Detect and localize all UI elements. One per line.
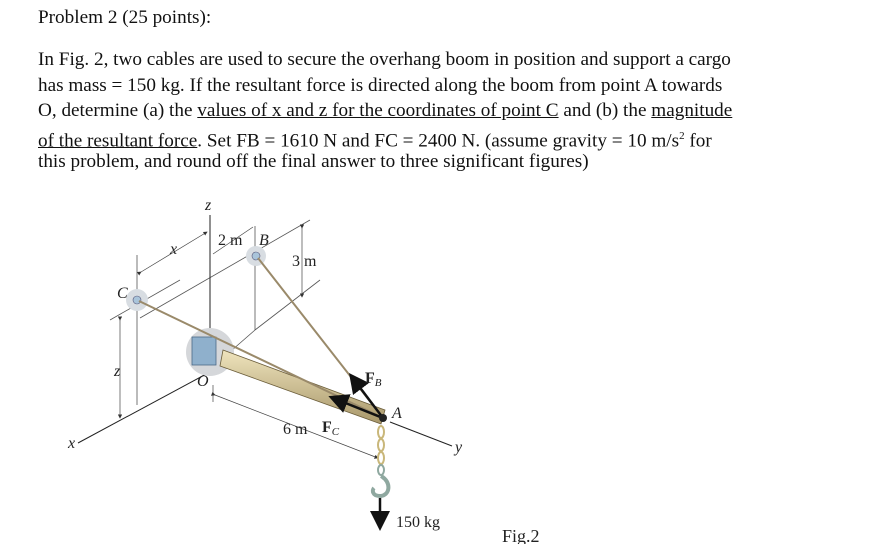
label-x-dim: x xyxy=(169,241,177,258)
chain xyxy=(377,425,385,476)
fc-main: F xyxy=(322,419,332,436)
label-z-dim: z xyxy=(113,363,121,380)
label-b: B xyxy=(259,232,269,249)
underlined-part-b: magnitude xyxy=(651,100,733,121)
label-6m: 6 m xyxy=(283,421,308,438)
superscript: 2 xyxy=(679,130,685,142)
dimension-lines xyxy=(117,224,379,459)
problem-heading: Problem 2 (25 points): xyxy=(38,7,212,28)
label-y-axis: y xyxy=(453,439,463,456)
figure-caption: Fig.2 xyxy=(502,526,540,544)
label-o: O xyxy=(197,373,209,390)
fb-sub: B xyxy=(375,377,382,389)
text: for xyxy=(684,130,712,152)
label-a: A xyxy=(391,405,402,422)
label-3m: 3 m xyxy=(292,253,317,270)
label-2m: 2 m xyxy=(218,232,243,249)
force-fc-arrow xyxy=(328,394,384,420)
point-a xyxy=(379,414,387,422)
text: and (b) the xyxy=(558,100,652,121)
cable-c xyxy=(138,300,384,419)
statement-line-4: of the resultant force. Set FB = 1610 N … xyxy=(38,124,712,154)
fc-sub: C xyxy=(332,426,340,438)
x-axis xyxy=(77,371,211,444)
label-fc: FC xyxy=(322,419,340,438)
figure-labels: z x y x z 2 m B 3 m C O A 6 m FC FB 150 … xyxy=(67,197,540,544)
text: . Set FB = 1610 N and FC = 2400 N. (assu… xyxy=(197,130,680,152)
text: O, determine (a) the xyxy=(38,100,198,121)
label-z-axis: z xyxy=(204,197,212,214)
force-fb-arrow xyxy=(348,373,384,419)
statement-line-1: In Fig. 2, two cables are used to secure… xyxy=(38,49,731,70)
y-axis xyxy=(389,421,453,447)
statement-line-5: this problem, and round off the final an… xyxy=(38,151,589,172)
anchor-c xyxy=(132,295,142,305)
statement-line-2: has mass = 150 kg. If the resultant forc… xyxy=(38,75,723,96)
underlined-part-b-cont: of the resultant force xyxy=(38,130,198,152)
bracket xyxy=(191,336,217,366)
hook-icon xyxy=(370,474,391,499)
label-mass: 150 kg xyxy=(396,514,440,531)
label-x-axis: x xyxy=(67,435,75,452)
fb-main: F xyxy=(365,370,375,387)
label-fb: FB xyxy=(365,370,382,389)
underlined-part-a: values of x and z for the coordinates of… xyxy=(197,100,559,121)
label-c: C xyxy=(117,285,128,302)
statement-line-3: O, determine (a) the values of x and z f… xyxy=(38,98,732,124)
